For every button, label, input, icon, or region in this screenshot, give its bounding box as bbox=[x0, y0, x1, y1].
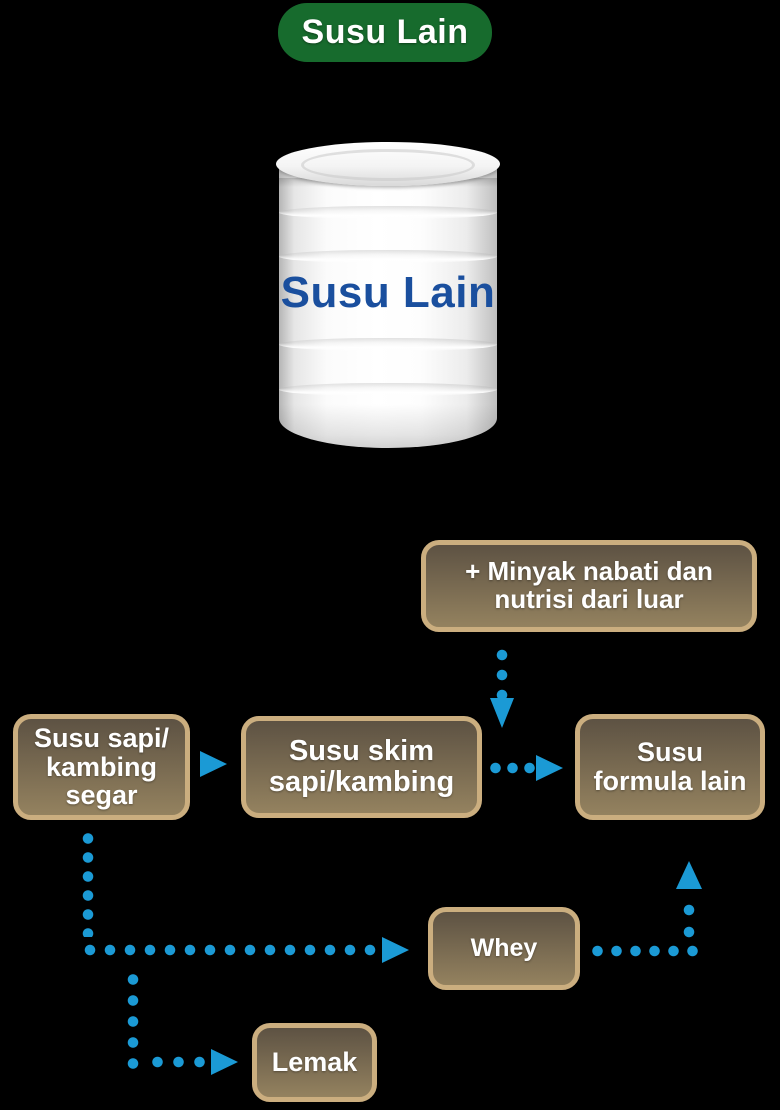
dotted-line-branch-down bbox=[127, 969, 139, 1069]
milk-can-illustration: Susu Lain bbox=[276, 142, 500, 448]
milk-can-label: Susu Lain bbox=[280, 268, 496, 317]
node-skim-milk-label: Susu skim sapi/kambing bbox=[268, 734, 455, 798]
arrow-to-fat-icon bbox=[211, 1049, 238, 1075]
node-fat-label: Lemak bbox=[271, 1047, 358, 1078]
milk-can-lid bbox=[276, 142, 500, 186]
node-whey: Whey bbox=[428, 907, 580, 990]
arrow-whey-to-formula-icon bbox=[676, 861, 702, 889]
arrow-skim-to-formula-icon bbox=[536, 755, 563, 781]
milk-can-bottom-shade bbox=[279, 404, 497, 448]
node-whey-label: Whey bbox=[470, 934, 538, 963]
node-formula-milk-label: Susu formula lain bbox=[593, 737, 747, 796]
dotted-line-additives-down bbox=[496, 645, 508, 703]
milk-can-ridge bbox=[279, 206, 497, 219]
node-skim-milk: Susu skim sapi/kambing bbox=[241, 716, 482, 818]
dotted-line-whey-up bbox=[683, 899, 695, 945]
dotted-line-fresh-down bbox=[82, 829, 94, 937]
node-fresh-milk-label: Susu sapi/ kambing segar bbox=[33, 722, 170, 811]
arrow-fresh-to-skim-icon bbox=[200, 751, 227, 777]
dotted-line-to-whey bbox=[80, 944, 378, 956]
dotted-line-to-fat bbox=[147, 1056, 209, 1068]
arrow-additives-down-icon bbox=[490, 698, 514, 728]
node-additives-label: + Minyak nabati dan nutrisi dari luar bbox=[465, 556, 713, 614]
node-fat: Lemak bbox=[252, 1023, 377, 1102]
arrow-to-whey-icon bbox=[382, 937, 409, 963]
dotted-line-skim-to-formula bbox=[487, 762, 539, 774]
node-formula-milk: Susu formula lain bbox=[575, 714, 765, 820]
title-badge-label: Susu Lain bbox=[301, 13, 469, 51]
milk-can-ridge bbox=[279, 383, 497, 396]
title-badge: Susu Lain bbox=[278, 3, 492, 62]
milk-can-lid-ring bbox=[301, 149, 475, 181]
milk-can-ridge bbox=[279, 250, 497, 263]
dotted-line-whey-right bbox=[588, 945, 698, 957]
node-additives: + Minyak nabati dan nutrisi dari luar bbox=[421, 540, 757, 632]
node-fresh-milk: Susu sapi/ kambing segar bbox=[13, 714, 190, 820]
milk-can-ridge bbox=[279, 338, 497, 351]
